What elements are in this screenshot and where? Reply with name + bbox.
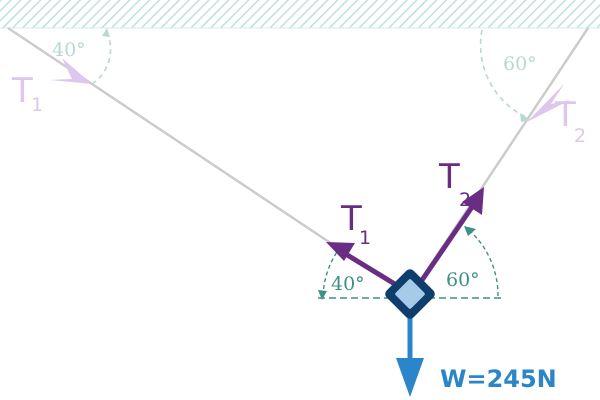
angle-arrowhead-top-right xyxy=(520,113,530,122)
faded-t2-letter: T xyxy=(554,95,576,135)
tension-1-subscript: 1 xyxy=(359,227,371,249)
faded-t1-subscript: 1 xyxy=(31,94,43,116)
tension-1-letter: T xyxy=(340,199,362,239)
angle-arrowhead-top-left xyxy=(102,28,110,37)
tension-2-arrowhead xyxy=(462,187,484,215)
angle-label-right: 60° xyxy=(446,269,480,291)
angle-label-top-right: 60° xyxy=(503,53,537,75)
ceiling xyxy=(0,0,600,28)
angle-arrowhead-right xyxy=(464,226,476,236)
faded-t2-arrowhead xyxy=(527,84,570,122)
faded-t2-subscript: 2 xyxy=(574,125,586,147)
tension-1-arrowhead xyxy=(326,242,355,261)
angle-arc-top-left xyxy=(91,29,112,85)
angle-arrowhead-left xyxy=(318,290,327,300)
tension-2-subscript: 2 xyxy=(459,189,471,211)
weight-arrowhead xyxy=(396,358,424,397)
angle-label-top-left: 40° xyxy=(52,39,86,61)
angle-arc-top-right xyxy=(479,29,529,119)
faded-t1-letter: T xyxy=(11,71,33,111)
tension-2-arrow-shaft xyxy=(415,205,475,288)
weight-label: W=245N xyxy=(440,365,557,393)
tension-2-letter: T xyxy=(438,157,460,197)
angle-arc-right xyxy=(469,230,499,297)
angle-label-left: 40° xyxy=(331,273,365,295)
diamond-block-icon xyxy=(385,269,435,319)
tension-1-arrow-shaft xyxy=(342,250,400,289)
faded-t1-arrowhead xyxy=(50,58,92,84)
